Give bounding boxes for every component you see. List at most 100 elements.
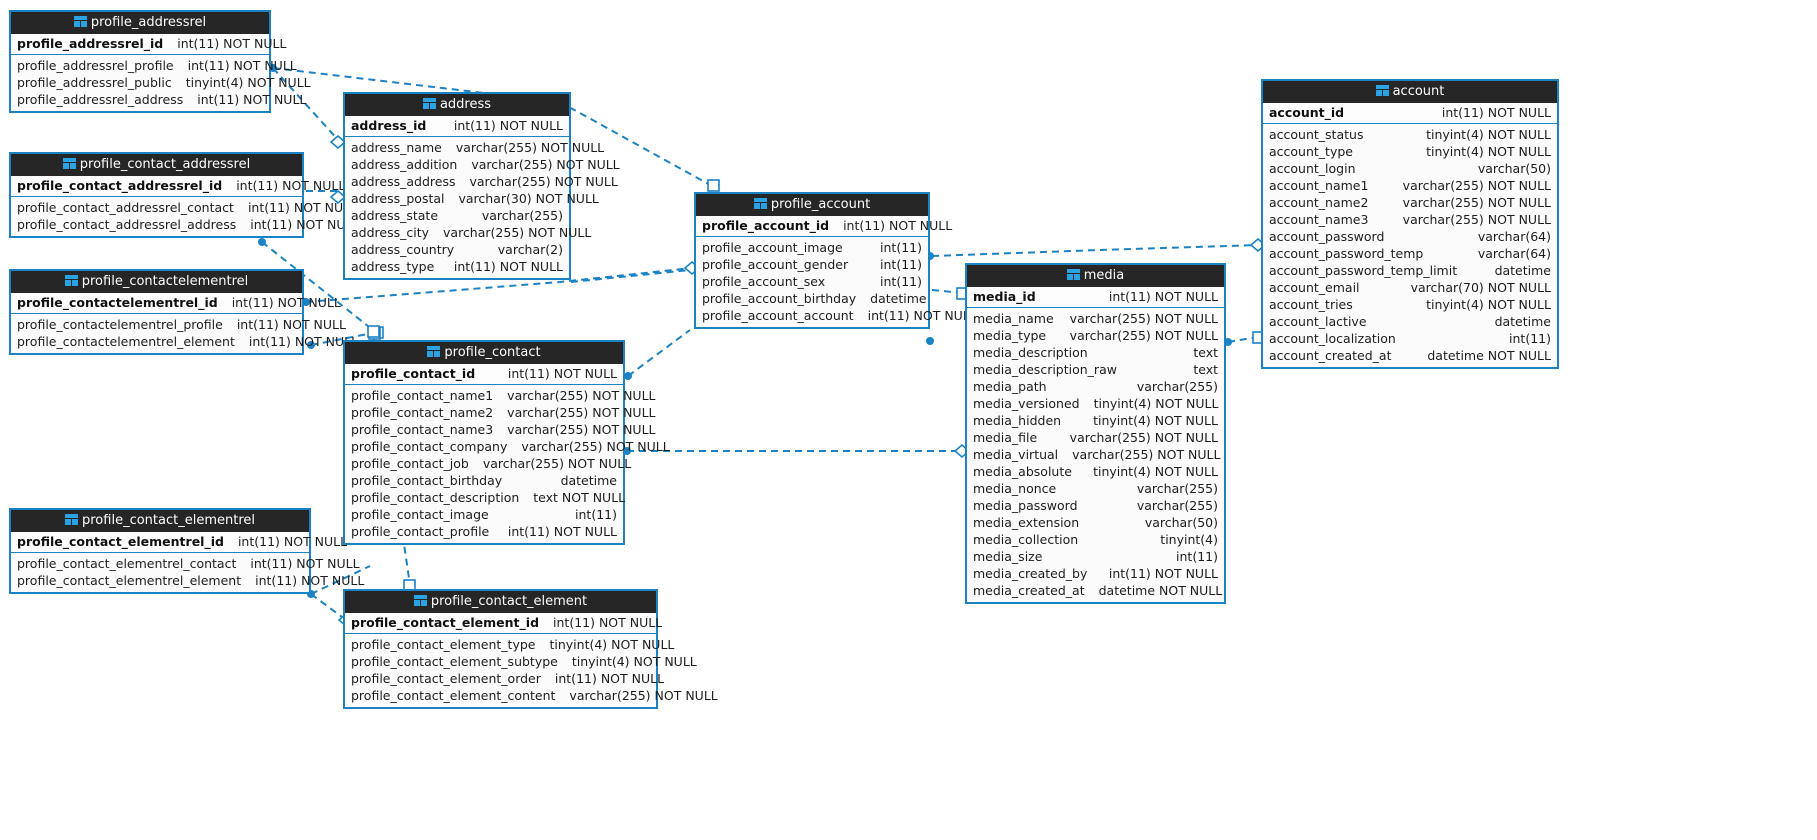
entity-header-address[interactable]: address (345, 94, 569, 116)
entity-header-profile_contact_element[interactable]: profile_contact_element (345, 591, 656, 613)
entity-header-profile_account[interactable]: profile_account (696, 194, 928, 216)
entity-header-media[interactable]: media (967, 265, 1224, 287)
entity-table-profile_contact_addressrel[interactable]: profile_contact_addressrel profile_contac… (9, 152, 359, 238)
column-name: account_status (1269, 127, 1364, 142)
table-icon (62, 158, 76, 169)
column-type: tinyint(4) NOT NULL (185, 75, 311, 90)
entity-header-profile_contact_elementrel[interactable]: profile_contact_elementrel (11, 510, 309, 532)
entity-header-profile_contact[interactable]: profile_contact (345, 342, 623, 364)
entity-header-profile_contactelementrel[interactable]: profile_contactelementrel (11, 271, 302, 293)
entity-title: profile_contact_addressrel (79, 157, 251, 172)
entity-header-profile_addressrel[interactable]: profile_addressrel (11, 12, 269, 34)
entity-header-profile_contact_addressrel[interactable]: profile_contact_addressrel (11, 154, 302, 176)
entity-header-account[interactable]: account (1263, 81, 1557, 103)
